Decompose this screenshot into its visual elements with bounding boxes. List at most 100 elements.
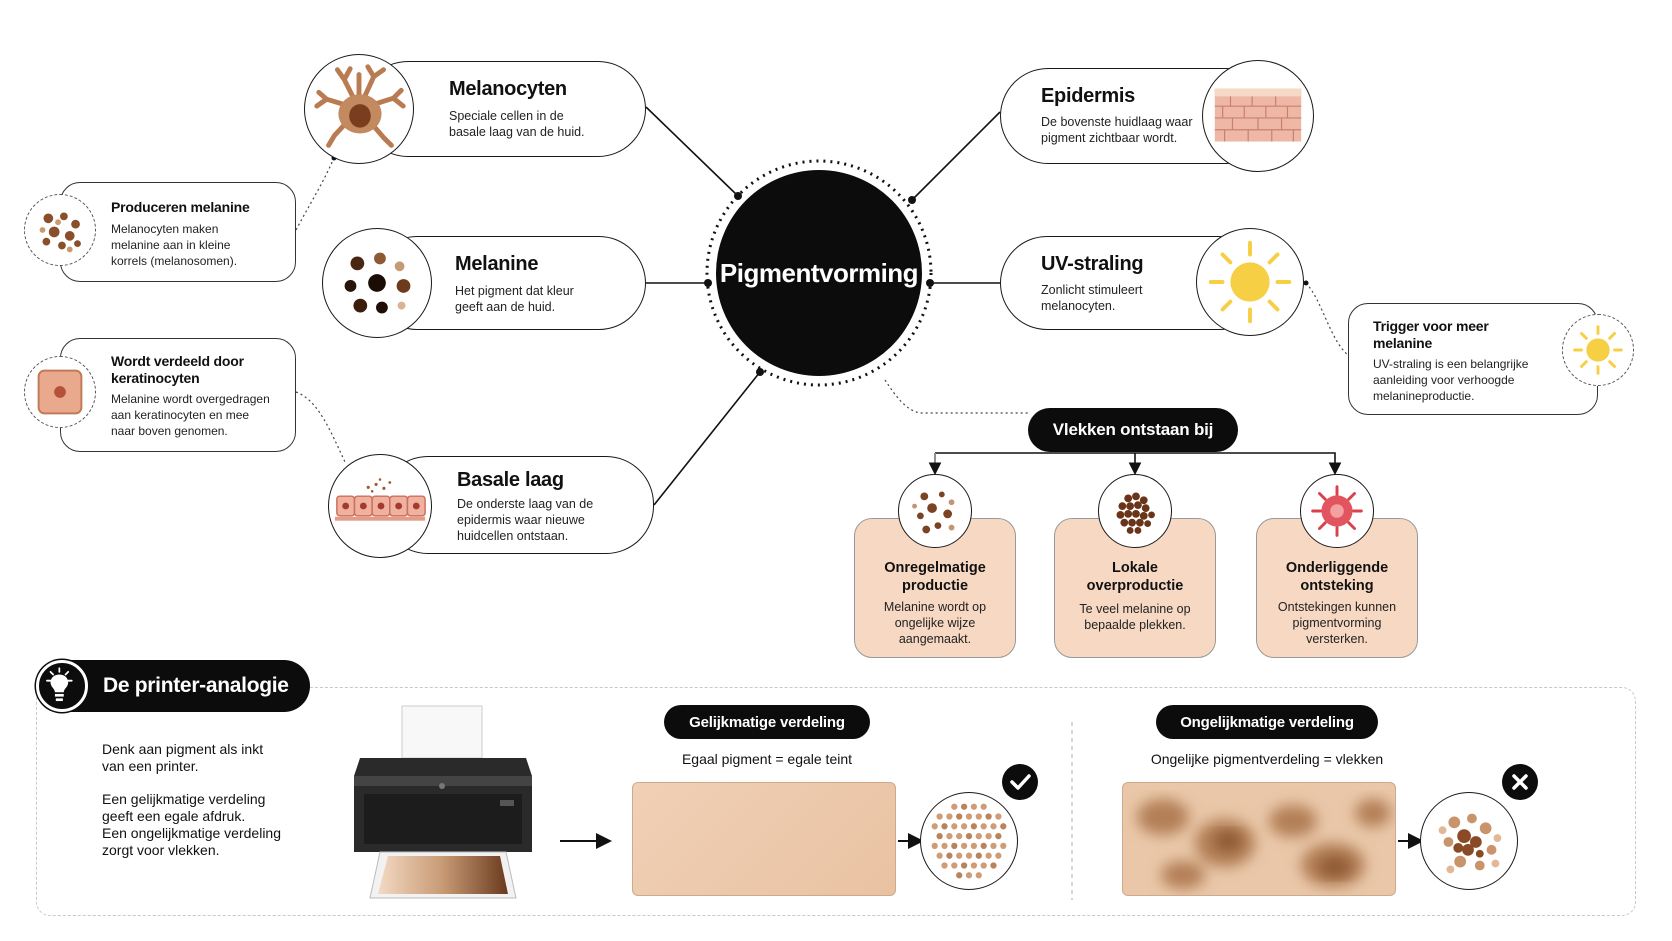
node-title: Melanine <box>455 253 539 275</box>
pigment-dot <box>965 813 973 820</box>
analogy-panel <box>36 687 1636 916</box>
pigment-dot <box>956 813 963 820</box>
lightbulb-icon <box>36 660 88 712</box>
pigment-dot <box>956 852 963 859</box>
even-caption: Egaal pigment = egale teint <box>681 751 853 767</box>
pigment-dot <box>956 832 963 840</box>
cause-desc-line: aangemaakt. <box>898 632 972 646</box>
pigment-dot <box>1000 823 1007 830</box>
cause-desc-line: pigmentvorming <box>1292 616 1382 630</box>
keratinocyte-cell-icon <box>24 356 96 428</box>
subnode-produceren: Produceren melanine Melanocyten maken me… <box>60 182 296 282</box>
pigment-dot <box>980 803 987 810</box>
subnode-desc-line: Melanine wordt overgedragen <box>111 392 270 406</box>
pigment-dot <box>936 852 943 859</box>
pigment-dot <box>985 852 992 859</box>
node-desc-line: epidermis waar nieuwe <box>457 513 585 527</box>
subnode-desc-line: Melanocyten maken <box>111 222 219 236</box>
node-desc-line: huidcellen ontstaan. <box>457 529 569 543</box>
cross-icon <box>1502 764 1538 800</box>
pigment-dot <box>970 862 978 869</box>
pigment-dot <box>980 842 987 850</box>
subnode-title: keratinocyten <box>111 370 200 386</box>
pigment-dot <box>931 823 938 830</box>
inflamed-cell-icon <box>1300 474 1374 548</box>
uneven-dots-magnifier-icon <box>1420 792 1518 890</box>
cause-desc-line: Te veel melanine op <box>1079 602 1191 616</box>
check-icon <box>1002 764 1038 800</box>
subnode-title: Produceren melanine <box>111 199 250 215</box>
pigment-dot <box>990 842 997 850</box>
cause-title-line: Lokale <box>1112 560 1158 576</box>
cause-title-line: Onderliggende <box>1285 560 1389 576</box>
subnode-verdeeld: Wordt verdeeld door keratinocyten Melani… <box>60 338 296 452</box>
pigment-dot <box>965 832 973 840</box>
pigment-dot <box>975 832 982 840</box>
subnode-title: melanine <box>1373 335 1433 351</box>
uneven-swatch <box>1122 782 1396 896</box>
pigment-dot <box>965 852 973 859</box>
uneven-label: Ongelijkmatige verdeling <box>1156 705 1378 739</box>
analogy-title: De printer-analogie <box>103 674 289 697</box>
analogy-text-line: Denk aan pigment als inkt <box>102 741 264 757</box>
node-desc-line: pigment zichtbaar wordt. <box>1041 131 1178 145</box>
subnode-desc-line: melanine aan in kleine <box>111 238 231 252</box>
pigment-dot <box>995 832 1002 840</box>
subnode-title: Trigger voor meer <box>1373 318 1489 334</box>
dotted-ring <box>705 159 933 387</box>
cause-title: Onderliggende ontsteking <box>1257 559 1417 595</box>
center-disc: Pigmentvorming <box>716 170 922 376</box>
center-title: Pigmentvorming <box>719 257 919 288</box>
subnode-desc-line: aanleiding voor verhoogde <box>1373 373 1515 387</box>
irregular-dots-icon <box>898 474 972 548</box>
pigment-dot <box>970 842 978 850</box>
subnode-desc-line: aan keratinocyten en mee <box>111 408 250 422</box>
cause-title-line: ontsteking <box>1300 578 1374 594</box>
pigment-dot <box>960 862 968 869</box>
cause-title-line: productie <box>901 578 969 594</box>
node-desc-line: De onderste laag van de <box>457 497 594 511</box>
pigment-dot <box>941 862 948 869</box>
node-desc-line: Het pigment dat kleur <box>455 284 574 298</box>
analogy-text-line: van een printer. <box>102 758 199 774</box>
subnode-desc-line: korrels (melanosomen). <box>111 254 238 268</box>
pigment-dot <box>946 852 953 859</box>
pigment-dot <box>936 813 943 820</box>
pigment-dot <box>951 803 958 810</box>
cause-desc-line: Melanine wordt op <box>883 600 987 614</box>
node-title: UV-straling <box>1041 253 1144 275</box>
pigment-dot <box>980 823 987 830</box>
cause-desc-line: bepaalde plekken. <box>1084 618 1186 632</box>
even-label: Gelijkmatige verdeling <box>664 705 870 739</box>
subnode-desc-line: naar boven genomen. <box>111 424 228 438</box>
subnode-desc-line: melanineproductie. <box>1373 389 1475 403</box>
pigment-dot <box>995 813 1002 820</box>
pigment-dot <box>975 852 982 859</box>
pigment-dot <box>980 862 987 869</box>
pigment-dot <box>970 823 978 830</box>
even-dots-magnifier-icon <box>920 792 1018 890</box>
pigment-dot <box>975 813 982 820</box>
cause-desc-line: versterken. <box>1306 632 1368 646</box>
node-desc-line: Zonlicht stimuleert <box>1041 283 1143 297</box>
basal-cells-icon <box>328 454 432 558</box>
analogy-text-line: zorgt voor vlekken. <box>102 842 220 858</box>
pigment-dot <box>990 862 997 869</box>
subnode-title: Wordt verdeeld door <box>111 353 244 369</box>
pigment-dot <box>931 842 938 850</box>
node-title: Epidermis <box>1041 85 1135 107</box>
center-hub: Pigmentvorming <box>704 158 934 388</box>
pigment-dot <box>946 813 953 820</box>
cause-desc: Te veel melanine op bepaalde plekken. <box>1061 601 1209 633</box>
pigment-dot <box>946 832 953 840</box>
pigment-dot <box>960 823 968 830</box>
pigment-dot <box>960 842 968 850</box>
small-sun-icon <box>1562 314 1634 386</box>
node-desc-line: basale laag van de huid. <box>449 125 585 139</box>
melanin-granules-icon <box>322 228 432 338</box>
pigment-dot <box>956 872 963 879</box>
cause-desc-line: ongelijke wijze <box>894 616 976 630</box>
